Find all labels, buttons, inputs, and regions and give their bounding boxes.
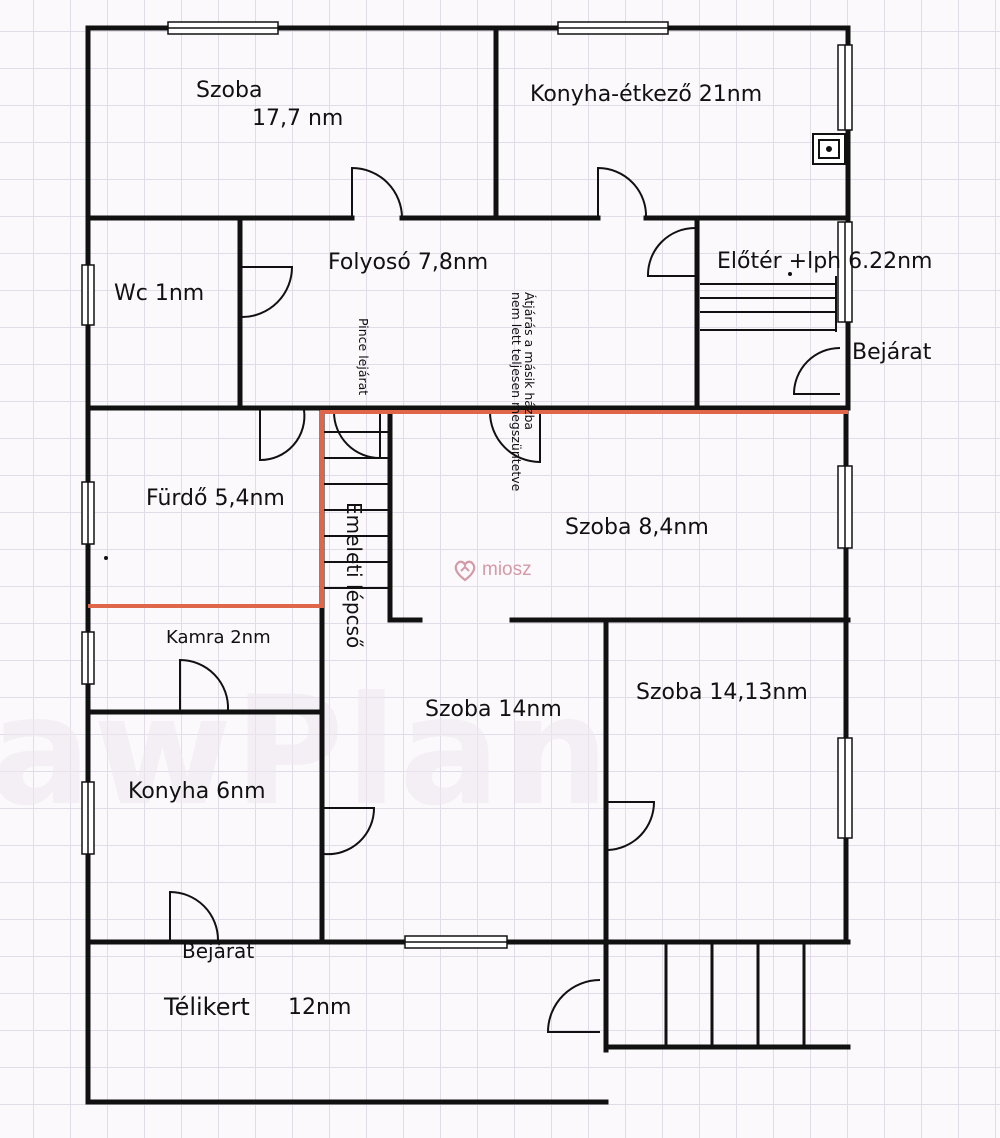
property-divider-line [88, 410, 848, 608]
label-telikert-area: 12nm [288, 995, 352, 1020]
door [179, 658, 230, 711]
label-folyoso: Folyosó 7,8nm [328, 250, 489, 275]
door [489, 411, 541, 464]
door [597, 166, 648, 219]
label-eloter: Előtér +lph 6.22nm [717, 249, 933, 274]
label-szoba-1413: Szoba 14,13nm [636, 680, 808, 705]
doors [169, 166, 841, 1033]
heart-house-icon [454, 560, 476, 582]
label-furdo: Fürdő 5,4nm [146, 486, 285, 511]
door [351, 166, 403, 219]
label-bejarat-bottom: Bejárat [182, 939, 255, 963]
annotation-atjaras-line1: Átjárás a másik házba [522, 292, 537, 431]
door [792, 347, 841, 395]
label-telikert: Télikert [164, 993, 250, 1021]
label-bejarat-top: Bejárat [852, 340, 932, 365]
marker-dot [788, 272, 792, 276]
door [333, 411, 381, 460]
stairs [322, 276, 837, 589]
door [323, 807, 376, 856]
label-szoba-top: Szoba [196, 78, 263, 103]
label-szoba-top-area: 17,7 nm [252, 106, 344, 131]
miosz-logo: miosz [452, 557, 532, 583]
annotation-lepcso: Emeleti lépcső [342, 502, 366, 649]
label-wc: Wc 1nm [114, 281, 205, 306]
marker-dot [104, 556, 108, 560]
door [169, 890, 219, 941]
door [546, 979, 601, 1033]
label-szoba-14: Szoba 14nm [425, 697, 562, 722]
label-kamra: Kamra 2nm [166, 627, 271, 648]
door [241, 266, 294, 318]
label-konyha-6: Konyha 6nm [128, 779, 266, 804]
annotation-pince: Pince lejárat [356, 318, 371, 396]
windows [81, 21, 853, 949]
label-konyha-etkezo: Konyha-étkező 21nm [530, 82, 763, 107]
door [607, 801, 656, 851]
door [259, 409, 306, 462]
watermark-text: awPlan [0, 665, 612, 839]
door [646, 227, 696, 277]
annotation-atjaras-line2: nem lett teljesen megszüntetve [508, 292, 524, 492]
logo-text: miosz [482, 559, 532, 580]
annotation-atjaras: Átjárás a másik házba nem lett teljesen … [508, 292, 537, 492]
sink-icon [812, 133, 846, 165]
entrance-steps [664, 942, 806, 1047]
label-szoba-84: Szoba 8,4nm [565, 515, 709, 540]
